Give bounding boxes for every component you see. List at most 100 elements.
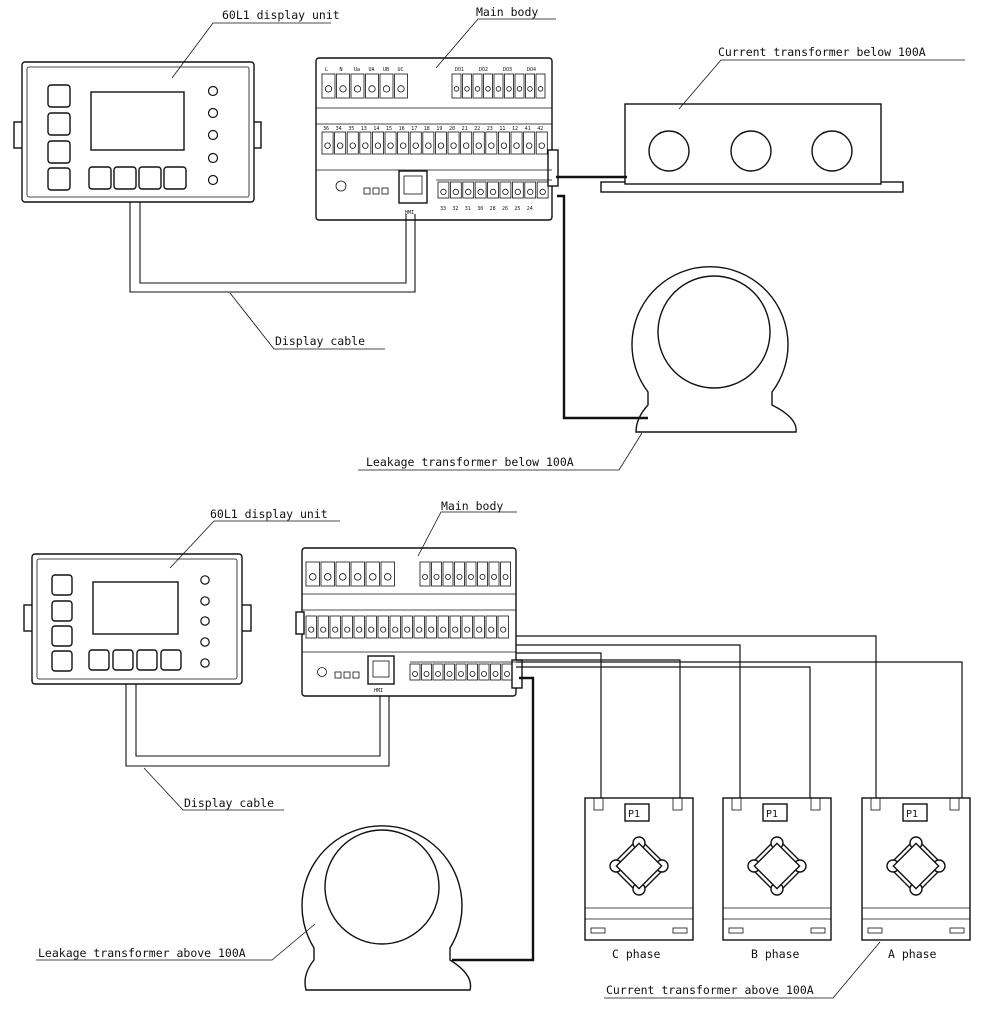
bottom-signal-terminal-cell (377, 615, 389, 639)
top-signal-terminal-cell (460, 131, 473, 155)
top-display-cable (129, 202, 416, 293)
p1-badge-a: P1 (902, 803, 928, 822)
top-aux-terminal-cell (474, 181, 487, 199)
top-aux-terminal-cell (462, 181, 475, 199)
top-do-terminal-cell (472, 73, 483, 99)
top-aux-terminal-cell (487, 181, 499, 199)
top-signal-terminal-cell (397, 131, 410, 155)
top-do-terminal-cell (451, 73, 462, 99)
svg-text:P1: P1 (906, 809, 918, 820)
top-terminal-mid-label: 34 (336, 126, 342, 132)
bottom-power-terminal-screw (324, 573, 332, 581)
top-power-terminal-cell (394, 73, 408, 99)
top-power-terminal-screw (368, 85, 376, 93)
top-power-terminal-cell (365, 73, 379, 99)
bottom-signal-terminal-cell (341, 615, 353, 639)
top-signal-terminal-cell (472, 131, 485, 155)
top-signal-terminal-screw (425, 142, 432, 149)
top-power-terminal-cell (336, 73, 350, 99)
bottom-aux-terminal-screw (435, 670, 441, 677)
top-signal-terminal (321, 131, 548, 155)
top-aux-terminal-cell (499, 181, 512, 199)
top-signal-terminal-screw (324, 142, 331, 149)
bottom-signal-terminal-screw (392, 626, 399, 633)
top-do-terminal-cell (504, 73, 514, 99)
bottom-leakage-transformer (301, 825, 472, 991)
top-power-terminal-screw (339, 85, 347, 93)
top-signal-terminal-screw (412, 142, 419, 149)
bottom-leakage-wire (452, 676, 535, 962)
top-power-terminal-screw (353, 85, 362, 93)
top-terminal-bottom-label: 30 (477, 206, 483, 212)
top-terminal-bottom-label: 25 (514, 206, 520, 212)
bottom-aux-terminal (409, 663, 513, 681)
bottom-signal-terminal-cell (317, 615, 329, 639)
bottom-signal-terminal-cell (425, 615, 437, 639)
top-signal-terminal-cell (485, 131, 498, 155)
bottom-do-terminal-screw (491, 573, 497, 580)
top-signal-terminal-cell (409, 131, 422, 155)
top-main-body-label: Main body (476, 5, 538, 19)
top-signal-terminal-cell (422, 131, 435, 155)
bottom-main-body: HMI (295, 547, 523, 697)
top-aux-terminal-cell (449, 181, 462, 199)
bottom-display-unit (23, 553, 252, 685)
bottom-hmi-text: HMI (374, 688, 383, 694)
top-ct-label: Current transformer below 100A (718, 45, 926, 59)
top-signal-terminal-cell (346, 131, 359, 155)
bottom-main-body-label: Main body (441, 499, 503, 513)
top-terminal-bottom-label: 32 (452, 206, 458, 212)
top-terminal-bottom-label: 28 (490, 206, 496, 212)
top-signal-terminal-screw (500, 142, 508, 149)
bottom-signal-terminal-cell (497, 615, 509, 639)
top-do-terminal-screw (527, 86, 533, 92)
bottom-signal-terminal-screw (488, 626, 495, 633)
bottom-do-terminal-screw (479, 573, 486, 580)
bottom-do-terminal-cell (477, 561, 488, 587)
bottom-do-terminal-screw (445, 573, 451, 580)
top-power-terminal-cell (321, 73, 336, 99)
top-aux-terminal-screw (440, 188, 447, 196)
p1-badge-c: P1 (624, 803, 650, 822)
bottom-power-terminal-cell (335, 561, 350, 587)
top-do-label: DO4 (527, 67, 536, 73)
bottom-aux-terminal-screw (469, 670, 476, 677)
top-terminal-mid-label: 19 (436, 126, 442, 132)
bottom-ct-wiring (516, 635, 963, 798)
bottom-signal-terminal-screw (356, 626, 363, 633)
top-terminal-top-label: UB (383, 67, 389, 73)
bottom-do-terminal-screw (502, 573, 509, 580)
bottom-do-terminal-screw (468, 573, 474, 580)
bottom-power-terminal-screw (339, 573, 347, 581)
bottom-signal-terminal-cell (461, 615, 473, 639)
top-do-label: DO2 (479, 67, 488, 73)
bottom-labels: 60L1 display unit Main body Display cabl… (36, 499, 881, 999)
bottom-signal-terminal-screw (440, 626, 447, 633)
top-terminal-mid-label: 35 (348, 126, 354, 132)
top-signal-terminal-cell (535, 131, 548, 155)
top-display-unit (13, 61, 262, 203)
bottom-signal-terminal-screw (500, 626, 507, 633)
bottom-signal-terminal-cell (353, 615, 365, 639)
top-terminal-top-label: UA (369, 67, 375, 73)
top-terminal-mid-label: 20 (449, 126, 455, 132)
bottom-cable-label: Display cable (184, 796, 274, 810)
bottom-signal-terminal-screw (404, 626, 411, 633)
bottom-signal-terminal-screw (308, 626, 315, 633)
bottom-hmi-port (367, 655, 395, 685)
top-terminal-mid-label: 41 (525, 126, 531, 132)
bottom-signal-terminal-cell (389, 615, 401, 639)
bottom-signal-terminal-cell (305, 615, 317, 639)
top-aux-terminal-cell (437, 181, 450, 199)
top-signal-terminal-cell (497, 131, 510, 155)
top-power-terminal-screw (324, 85, 333, 93)
top-do-terminal-screw (453, 86, 460, 92)
top-do-terminal-cell (525, 73, 535, 99)
bottom-aux-terminal-screw (504, 670, 510, 677)
top-terminal-mid-label: 17 (411, 126, 417, 132)
top-signal-terminal-cell (371, 131, 384, 155)
top-terminal-mid-label: 18 (424, 126, 430, 132)
top-terminal-mid-label: 42 (537, 126, 543, 132)
top-leakage-wire (557, 194, 648, 420)
